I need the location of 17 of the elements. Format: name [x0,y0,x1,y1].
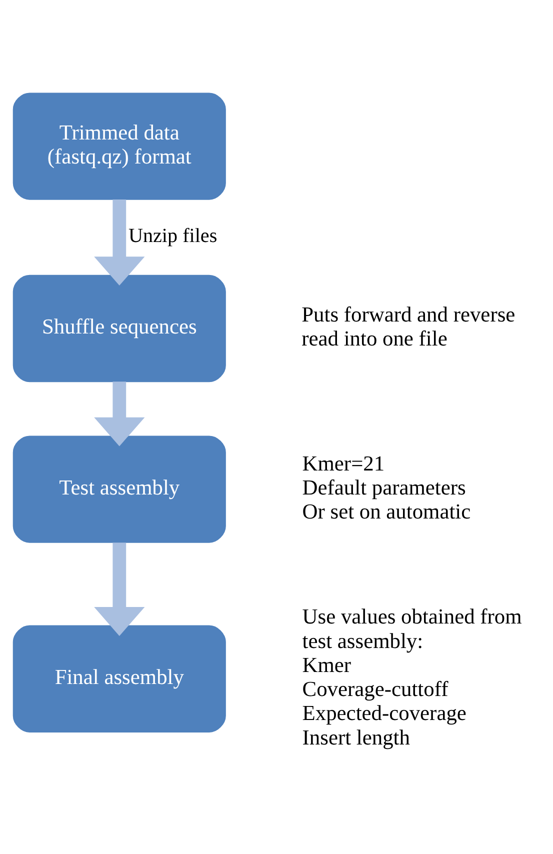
node-box: Test assembly [12,436,226,543]
node-box: Final assembly [12,625,226,732]
arrow [94,542,145,636]
node-label: Insert length [302,725,410,750]
node-label: Use values obtained from test assembly: [302,604,522,653]
arrow [94,382,145,446]
node-label: Expected-coverage [302,701,466,726]
node-box: Trimmed data (fastq.qz) format [12,92,226,200]
node-box: Shuffle sequences [12,274,226,382]
node-label: Or set on automatic [302,500,471,524]
node-label: Default parameters [302,475,466,500]
node-label: Coverage-cuttoff [302,677,448,702]
node-label: Puts forward and reverse read into one file [302,302,516,351]
node-label: Kmer [302,652,352,677]
edge-label: Unzip files [128,225,218,248]
arrow [94,200,145,286]
node-label: Kmer=21 [302,451,385,476]
